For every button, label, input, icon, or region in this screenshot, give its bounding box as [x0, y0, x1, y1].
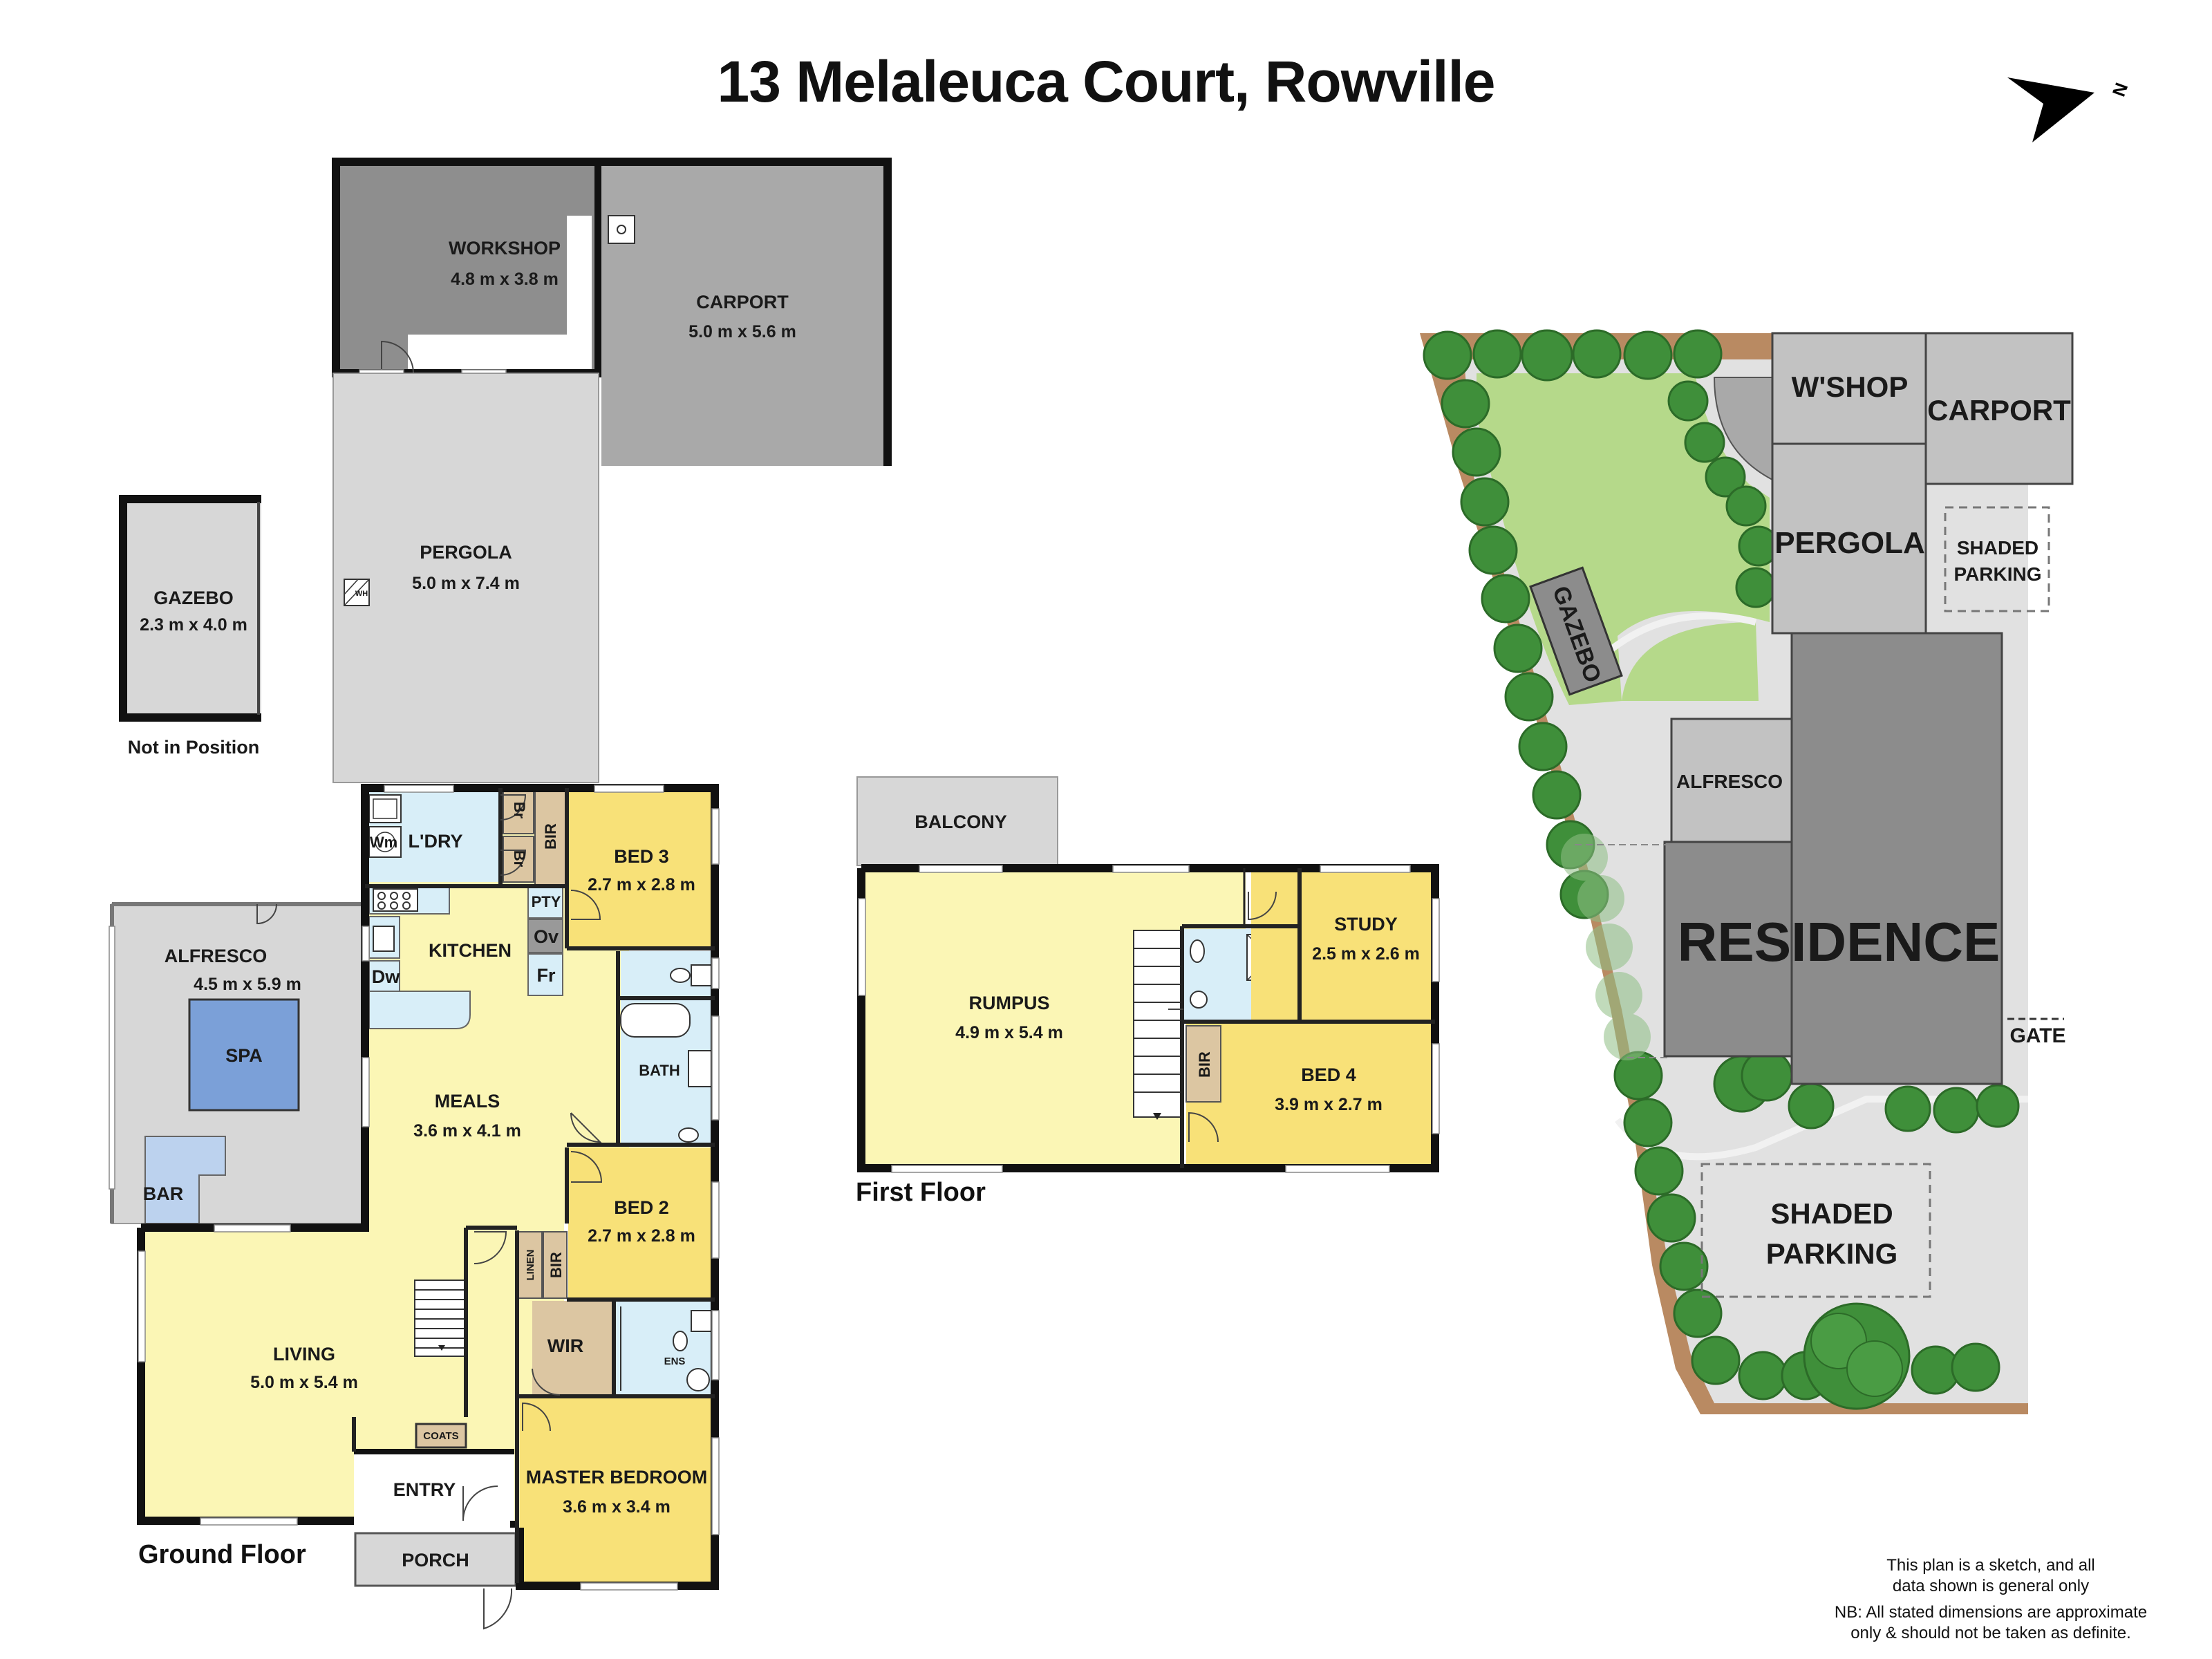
alfresco-dim: 4.5 m x 5.9 m: [194, 975, 301, 994]
gazebo: [123, 499, 261, 718]
site-shaded-parking-1-line1: SHADED: [1957, 537, 2038, 559]
living-label: LIVING: [273, 1344, 335, 1365]
bed2-label: BED 2: [614, 1197, 669, 1218]
bed2-dim: 2.7 m x 2.8 m: [588, 1226, 695, 1246]
page-title: 13 Melaleuca Court, Rowville: [717, 49, 1495, 114]
first-floor-label: First Floor: [856, 1178, 986, 1207]
entry-label: ENTRY: [393, 1479, 456, 1500]
site-alfresco-label: ALFRESCO: [1676, 771, 1783, 792]
study-label: STUDY: [1334, 914, 1398, 935]
bath-label: BATH: [639, 1062, 679, 1079]
site-pergola-label: PERGOLA: [1774, 526, 1925, 560]
bed4-dim: 3.9 m x 2.7 m: [1275, 1095, 1382, 1114]
bed-3: [568, 788, 715, 948]
living-dim: 5.0 m x 5.4 m: [250, 1373, 358, 1392]
meals-dim: 3.6 m x 4.1 m: [413, 1121, 521, 1141]
master-bedroom-label: MASTER BEDROOM: [526, 1467, 708, 1488]
disclaimer-line-3: NB: All stated dimensions are approximat…: [1834, 1603, 2148, 1622]
master-bedroom-dim: 3.6 m x 3.4 m: [563, 1497, 671, 1517]
balcony-label: BALCONY: [915, 812, 1007, 832]
bed3-label: BED 3: [614, 846, 669, 867]
pantry-label: PTY: [532, 893, 561, 910]
alfresco-label: ALFRESCO: [165, 946, 268, 966]
meals-label: MEALS: [435, 1091, 500, 1112]
wir-label: WIR: [547, 1335, 583, 1356]
bed4-robe-label: BIR: [1196, 1051, 1213, 1078]
site-residence-label: RESIDENCE: [1678, 911, 2000, 973]
study-dim: 2.5 m x 2.6 m: [1312, 944, 1420, 964]
linen-label: LINEN: [525, 1250, 536, 1281]
ground-floor-label: Ground Floor: [138, 1540, 306, 1569]
rumpus-label: RUMPUS: [968, 993, 1049, 1013]
bed-4: [1186, 1023, 1431, 1167]
gazebo-note: Not in Position: [128, 737, 259, 758]
kitchen-label: KITCHEN: [429, 940, 512, 961]
bar-label: BAR: [143, 1183, 184, 1204]
bed2-robe-label: BIR: [547, 1252, 565, 1278]
master-bedroom: [520, 1398, 715, 1586]
dishwasher-label: Dw: [372, 966, 400, 987]
disclaimer-line-1: This plan is a sketch, and all: [1886, 1556, 2095, 1575]
site-gate-label: GATE: [2009, 1024, 2065, 1047]
walk-in-robe: [532, 1301, 614, 1395]
site-shaded-parking-1-line2: PARKING: [1953, 563, 2041, 585]
site-workshop-label: W'SHOP: [1792, 371, 1909, 403]
site-carport-label: CARPORT: [1927, 394, 2071, 427]
study: [1251, 868, 1431, 1020]
water-heater-label: WH: [355, 590, 368, 598]
gazebo-label: GAZEBO: [153, 588, 234, 608]
north-arrow-icon: N: [2007, 77, 2132, 142]
bed3-dim: 2.7 m x 2.8 m: [588, 875, 695, 894]
compass-label: N: [2108, 80, 2133, 100]
spa: [188, 998, 300, 1112]
disclaimer-line-4: only & should not be taken as definite.: [1850, 1624, 2131, 1642]
pergola: [332, 373, 599, 783]
workshop-dim: 4.8 m x 3.8 m: [451, 270, 559, 289]
porch-label: PORCH: [402, 1550, 469, 1571]
carport-dim: 5.0 m x 5.6 m: [688, 322, 796, 341]
workshop-label: WORKSHOP: [449, 238, 561, 259]
spa-label: SPA: [225, 1045, 263, 1066]
broom-cupboard-2-label: Br: [511, 850, 528, 868]
ensuite-label: ENS: [664, 1356, 686, 1367]
site-shaded-parking-2-line1: SHADED: [1770, 1197, 1893, 1230]
disclaimer: This plan is a sketch, and all data show…: [1797, 1555, 2184, 1644]
rumpus-dim: 4.9 m x 5.4 m: [955, 1023, 1063, 1042]
site-shaded-parking-2-line2: PARKING: [1766, 1237, 1898, 1270]
carport: [601, 162, 888, 466]
laundry-label: L'DRY: [409, 831, 463, 852]
balcony: [856, 776, 1058, 866]
carport-label: CARPORT: [696, 292, 789, 312]
coats-label: COATS: [423, 1430, 458, 1442]
pergola-label: PERGOLA: [420, 542, 512, 563]
porch: [354, 1532, 517, 1587]
pergola-dim: 5.0 m x 7.4 m: [412, 574, 520, 593]
bed-2: [568, 1147, 715, 1298]
washing-machine-label: Wm: [370, 834, 397, 851]
broom-cupboard-1-label: Br: [511, 802, 528, 819]
fridge-label: Fr: [537, 965, 556, 986]
bed3-robe-label: BIR: [542, 823, 559, 850]
site-plan: W'SHOP CARPORT PERGOLA SHADED PARKING GA…: [1420, 329, 2074, 1414]
disclaimer-line-2: data shown is general only: [1892, 1577, 2090, 1595]
bed4-label: BED 4: [1301, 1065, 1356, 1085]
oven-label: Ov: [534, 926, 559, 947]
gazebo-dim: 2.3 m x 4.0 m: [140, 615, 247, 635]
